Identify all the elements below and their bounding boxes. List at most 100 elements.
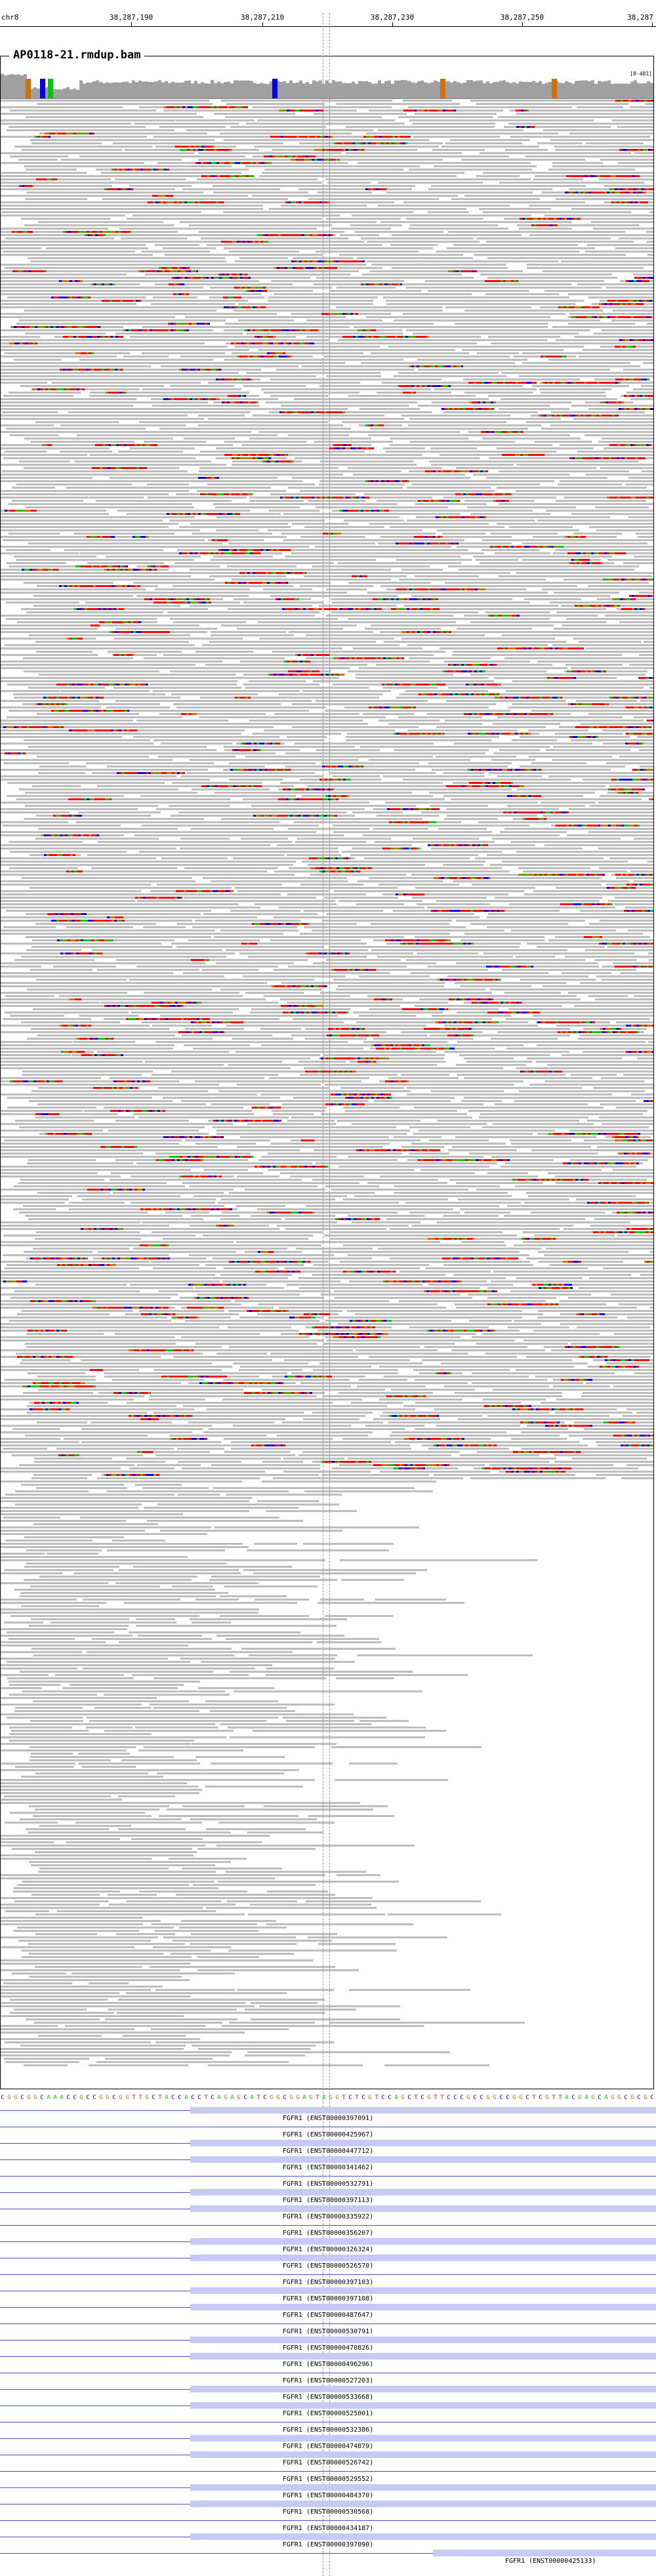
read-alignment[interactable] [1, 234, 148, 236]
read-alignment[interactable] [320, 460, 413, 462]
read-alignment[interactable] [17, 621, 157, 623]
read-alignment[interactable] [546, 510, 653, 512]
read-alignment[interactable] [77, 664, 195, 666]
read-alignment[interactable] [406, 218, 483, 220]
read-alignment[interactable] [362, 274, 462, 276]
read-alignment[interactable] [10, 155, 68, 157]
read-alignment[interactable] [366, 133, 558, 134]
read-alignment[interactable] [243, 385, 306, 387]
read-alignment[interactable] [211, 631, 286, 633]
read-alignment[interactable] [396, 559, 472, 561]
read-alignment[interactable] [13, 693, 165, 695]
read-alignment[interactable] [463, 365, 640, 367]
read-alignment[interactable] [173, 585, 293, 587]
read-alignment[interactable] [568, 293, 653, 295]
read-alignment[interactable] [448, 231, 625, 233]
read-alignment[interactable] [90, 454, 272, 456]
read-alignment[interactable] [89, 497, 144, 499]
read-alignment[interactable] [611, 319, 653, 321]
read-alignment[interactable] [596, 529, 653, 531]
read-alignment[interactable] [338, 339, 547, 341]
read-alignment[interactable] [180, 221, 377, 223]
read-alignment[interactable] [411, 595, 610, 597]
read-alignment[interactable] [16, 559, 194, 561]
read-alignment[interactable] [182, 188, 280, 190]
read-alignment[interactable] [302, 365, 451, 367]
read-alignment[interactable] [306, 634, 485, 636]
read-alignment[interactable] [649, 687, 653, 689]
read-alignment[interactable] [340, 159, 443, 161]
read-alignment[interactable] [6, 428, 146, 430]
read-alignment[interactable] [1, 529, 166, 531]
read-alignment[interactable] [488, 395, 606, 397]
read-alignment[interactable] [39, 162, 144, 164]
read-alignment[interactable] [401, 415, 510, 417]
read-alignment[interactable] [552, 644, 653, 646]
read-alignment[interactable] [525, 155, 653, 157]
read-alignment[interactable] [1, 339, 148, 341]
read-alignment[interactable] [437, 529, 579, 531]
read-alignment[interactable] [261, 388, 431, 390]
read-alignment[interactable] [363, 713, 414, 715]
read-alignment[interactable] [577, 106, 623, 108]
read-alignment[interactable] [306, 572, 510, 574]
read-alignment[interactable] [221, 624, 357, 626]
read-alignment[interactable] [577, 283, 653, 285]
read-alignment[interactable] [229, 251, 299, 253]
read-alignment[interactable] [386, 451, 556, 453]
read-alignment[interactable] [1, 136, 147, 138]
read-alignment[interactable] [288, 434, 349, 436]
read-alignment[interactable] [136, 565, 220, 567]
read-alignment[interactable] [208, 539, 264, 541]
read-alignment[interactable] [526, 421, 653, 423]
read-alignment[interactable] [557, 611, 653, 613]
read-alignment[interactable] [1, 631, 207, 633]
read-alignment[interactable] [132, 280, 259, 282]
read-alignment[interactable] [497, 523, 653, 525]
read-alignment[interactable] [370, 428, 528, 430]
read-alignment[interactable] [390, 444, 552, 446]
read-alignment[interactable] [497, 664, 552, 666]
read-alignment[interactable] [1, 205, 103, 207]
read-alignment[interactable] [364, 493, 497, 495]
read-alignment[interactable] [401, 638, 555, 640]
read-alignment[interactable] [1, 490, 96, 492]
read-alignment[interactable] [200, 451, 365, 453]
read-alignment[interactable] [579, 356, 653, 358]
read-alignment[interactable] [409, 119, 594, 121]
read-alignment[interactable] [108, 464, 226, 466]
read-alignment[interactable] [598, 441, 653, 443]
read-alignment[interactable] [1, 356, 67, 358]
read-alignment[interactable] [325, 178, 531, 180]
read-alignment[interactable] [96, 520, 163, 521]
read-alignment[interactable] [561, 260, 653, 262]
read-alignment[interactable] [440, 454, 529, 456]
read-alignment[interactable] [499, 470, 629, 472]
read-alignment[interactable] [628, 477, 653, 479]
read-alignment[interactable] [359, 408, 420, 410]
read-alignment[interactable] [68, 411, 250, 413]
read-alignment[interactable] [318, 192, 372, 194]
read-alignment[interactable] [139, 339, 329, 341]
read-alignment[interactable] [3, 395, 73, 397]
read-alignment[interactable] [230, 126, 326, 128]
read-alignment[interactable] [1, 195, 66, 197]
read-alignment[interactable] [115, 375, 316, 377]
read-alignment[interactable] [1, 477, 92, 479]
read-alignment[interactable] [576, 700, 637, 702]
read-alignment[interactable] [485, 670, 546, 672]
read-alignment[interactable] [262, 172, 464, 174]
read-alignment[interactable] [1, 588, 110, 590]
read-alignment[interactable] [130, 447, 195, 449]
read-alignment[interactable] [377, 500, 456, 502]
read-alignment[interactable] [365, 628, 441, 630]
read-alignment[interactable] [1, 293, 164, 295]
read-alignment[interactable] [79, 401, 208, 403]
read-alignment[interactable] [1, 113, 150, 115]
read-alignment[interactable] [636, 533, 653, 535]
read-alignment[interactable] [96, 169, 249, 171]
read-alignment[interactable] [152, 405, 259, 407]
read-alignment[interactable] [453, 244, 578, 246]
read-alignment[interactable] [226, 103, 325, 105]
read-alignment[interactable] [1, 254, 153, 256]
